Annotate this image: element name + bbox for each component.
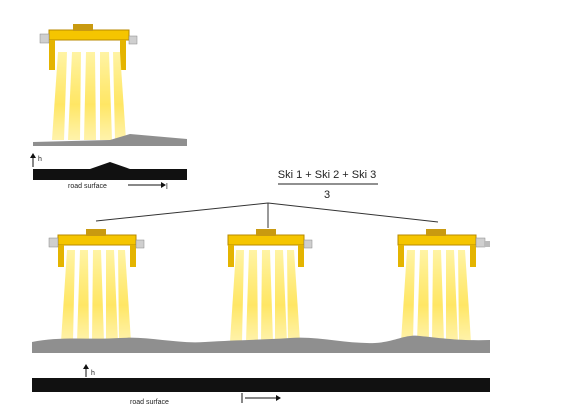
bottom-road-label: road surface: [130, 399, 169, 406]
top-sensor-unit: [39, 24, 138, 70]
bottom-height-symbol: h: [91, 370, 95, 377]
top-road-surface-bar: [33, 162, 187, 180]
bottom-panel: h road surface: [32, 229, 490, 406]
top-road-label: road surface: [68, 183, 107, 190]
ski-3-light-beams: [401, 250, 471, 342]
formula-numerator: Ski 1 + Ski 2 + Ski 3: [278, 169, 376, 181]
ski-3-sensor-unit: [397, 229, 490, 267]
ski-2-light-beams: [230, 250, 300, 342]
ski-2-sensor-unit: [227, 229, 313, 267]
top-length-symbol: l: [166, 182, 168, 191]
ski-1-sensor-unit: [48, 229, 145, 267]
top-height-symbol: h: [38, 156, 42, 163]
formula-denominator: 3: [324, 189, 330, 201]
bottom-length-arrow: [241, 393, 281, 403]
bottom-ground-profile: [32, 335, 490, 353]
bottom-height-arrow: [83, 364, 89, 377]
connector-lines: [95, 202, 439, 228]
top-panel: h road surface l: [30, 24, 187, 191]
bottom-road-surface-bar: [32, 378, 490, 392]
top-height-arrow: [30, 153, 36, 167]
top-length-arrow: [128, 182, 166, 188]
averaging-formula: Ski 1 + Ski 2 + Ski 3 3: [278, 169, 378, 201]
top-light-beams: [52, 52, 126, 140]
top-ground-profile: [33, 134, 187, 146]
ski-1-light-beams: [61, 250, 131, 342]
